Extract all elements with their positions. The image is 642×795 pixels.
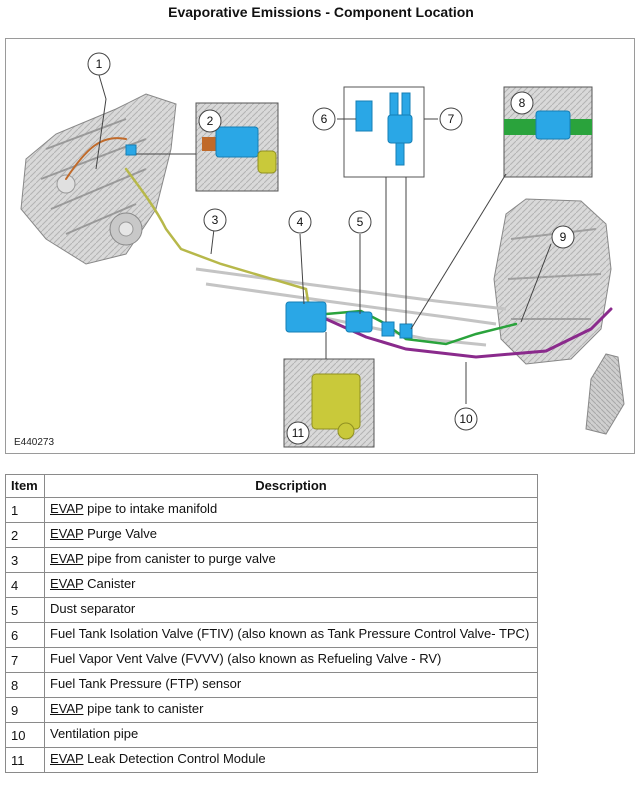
item-description: Fuel Tank Isolation Valve (FTIV) (also k… (44, 622, 538, 648)
item-description: Fuel Vapor Vent Valve (FVVV) (also known… (44, 647, 538, 673)
pipe-canister-to-purge (124, 167, 313, 321)
item-description: EVAP Canister (44, 572, 538, 598)
pipes (65, 137, 613, 359)
pipe-tank-to-canister (324, 309, 518, 346)
engine (20, 93, 177, 265)
fuel-tank (493, 198, 625, 435)
inset-purge-valve (195, 102, 279, 192)
callout-10: 10 (459, 412, 473, 426)
item-number: 11 (5, 747, 45, 773)
pipe-to-intake (65, 137, 127, 180)
item-description: Fuel Tank Pressure (FTP) sensor (44, 672, 538, 698)
item-description: Ventilation pipe (44, 722, 538, 748)
item-number: 5 (5, 597, 45, 623)
callout-5: 5 (357, 215, 364, 229)
purge-valve-small (125, 144, 137, 156)
callout-6: 6 (321, 112, 328, 126)
callout-2: 2 (207, 114, 214, 128)
table-header-row: Item Description (5, 474, 538, 498)
item-number: 4 (5, 572, 45, 598)
canister-shape (285, 301, 327, 333)
item-description: EVAP Leak Detection Control Module (44, 747, 538, 773)
valve-small-shape (381, 321, 395, 337)
inset-valves (343, 86, 425, 178)
item-number: 8 (5, 672, 45, 698)
item-number: 3 (5, 547, 45, 573)
item-number: 10 (5, 722, 45, 748)
item-description: EVAP pipe tank to canister (44, 697, 538, 723)
item-description: EVAP Purge Valve (44, 522, 538, 548)
figure-id: E440273 (14, 437, 55, 448)
diagram-drawing: 1 2 3 4 5 6 7 8 9 10 11 (20, 52, 625, 448)
evap-link[interactable]: EVAP (50, 526, 84, 541)
page-title: Evaporative Emissions - Component Locati… (168, 4, 474, 20)
item-description: EVAP pipe from canister to purge valve (44, 547, 538, 573)
header-description: Description (44, 474, 538, 498)
valve-small-shape-2 (399, 323, 413, 339)
evap-link[interactable]: EVAP (50, 501, 84, 516)
callout-7: 7 (448, 112, 455, 126)
item-number: 2 (5, 522, 45, 548)
component-diagram: 1 2 3 4 5 6 7 8 9 10 11 E440273 (5, 38, 635, 454)
item-description: Dust separator (44, 597, 538, 623)
header-item: Item (5, 474, 45, 498)
item-number: 6 (5, 622, 45, 648)
item-number: 9 (5, 697, 45, 723)
callout-numbers: 1 2 3 4 5 6 7 8 9 10 11 (96, 57, 567, 440)
frame-rails (195, 267, 507, 347)
callout-4: 4 (297, 215, 304, 229)
evap-link[interactable]: EVAP (50, 751, 84, 766)
item-number: 7 (5, 647, 45, 673)
ventilation-pipe (324, 307, 613, 359)
callout-circles (87, 52, 575, 445)
dust-separator-shape (345, 311, 373, 333)
item-description: EVAP pipe to intake manifold (44, 497, 538, 523)
callout-9: 9 (560, 230, 567, 244)
evap-link[interactable]: EVAP (50, 701, 84, 716)
item-number: 1 (5, 497, 45, 523)
callout-1: 1 (96, 57, 103, 71)
evap-link[interactable]: EVAP (50, 576, 84, 591)
callout-8: 8 (519, 96, 526, 110)
leader-lines (95, 74, 552, 404)
callout-11: 11 (292, 426, 305, 440)
callout-3: 3 (212, 213, 219, 227)
evap-link[interactable]: EVAP (50, 551, 84, 566)
